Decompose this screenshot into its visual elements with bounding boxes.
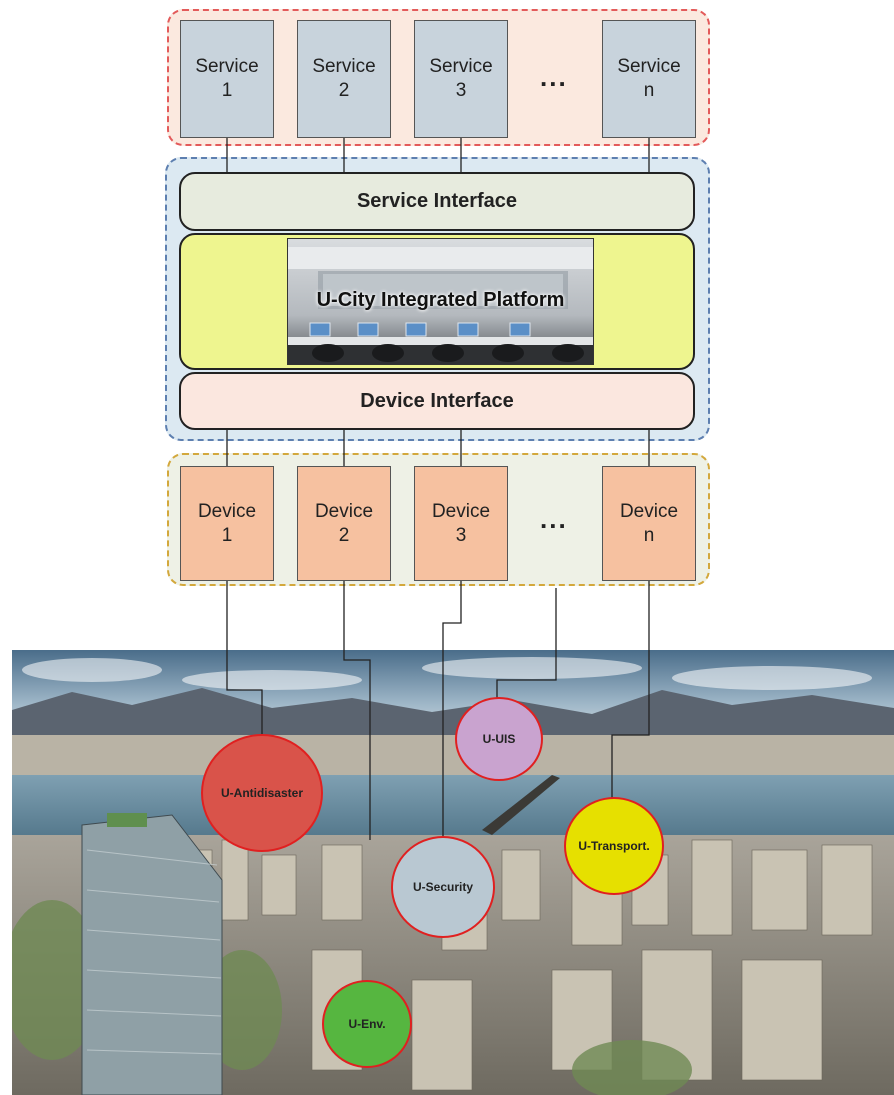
device-label-n: Device n bbox=[619, 500, 679, 546]
device-box-n: Device n bbox=[602, 466, 696, 581]
service-box-2: Service 2 bbox=[297, 20, 391, 138]
service-box-n: Service n bbox=[602, 20, 696, 138]
u-uis-label: U-UIS bbox=[482, 732, 516, 746]
device-label-3: Device 3 bbox=[431, 500, 491, 546]
u-transport-label: U-Transport. bbox=[578, 839, 650, 853]
control-room-photo: U-City Integrated Platform bbox=[287, 238, 594, 365]
service-interface-label: Service Interface bbox=[356, 190, 518, 212]
control-room-illustration bbox=[288, 239, 593, 364]
device-label-2: Device 2 bbox=[314, 500, 374, 546]
services-ellipsis: ... bbox=[540, 62, 568, 92]
u-transport-circle: U-Transport. bbox=[564, 797, 664, 895]
device-interface-label: Device Interface bbox=[360, 389, 514, 412]
device-interface: Device Interface bbox=[179, 372, 695, 430]
device-box-3: Device 3 bbox=[414, 466, 508, 581]
service-label-2: Service 2 bbox=[312, 56, 376, 101]
u-antidisaster-circle: U-Antidisaster bbox=[201, 734, 323, 852]
service-label-1: Service 1 bbox=[195, 56, 259, 101]
u-env-label: U-Env. bbox=[348, 1017, 386, 1031]
device-label-1: Device 1 bbox=[197, 500, 257, 546]
u-uis-circle: U-UIS bbox=[455, 697, 543, 781]
u-env-circle: U-Env. bbox=[322, 980, 412, 1068]
service-box-3: Service 3 bbox=[414, 20, 508, 138]
u-antidisaster-label: U-Antidisaster bbox=[220, 786, 303, 800]
service-label-3: Service 3 bbox=[429, 56, 493, 101]
service-box-1: Service 1 bbox=[180, 20, 274, 138]
device-box-1: Device 1 bbox=[180, 466, 274, 581]
platform-title: U-City Integrated Platform bbox=[316, 289, 565, 311]
u-security-label: U-Security bbox=[412, 880, 474, 894]
service-label-n: Service n bbox=[617, 56, 681, 101]
u-security-circle: U-Security bbox=[391, 836, 495, 938]
device-box-2: Device 2 bbox=[297, 466, 391, 581]
devices-ellipsis: ... bbox=[540, 504, 568, 534]
service-interface: Service Interface bbox=[179, 172, 695, 231]
